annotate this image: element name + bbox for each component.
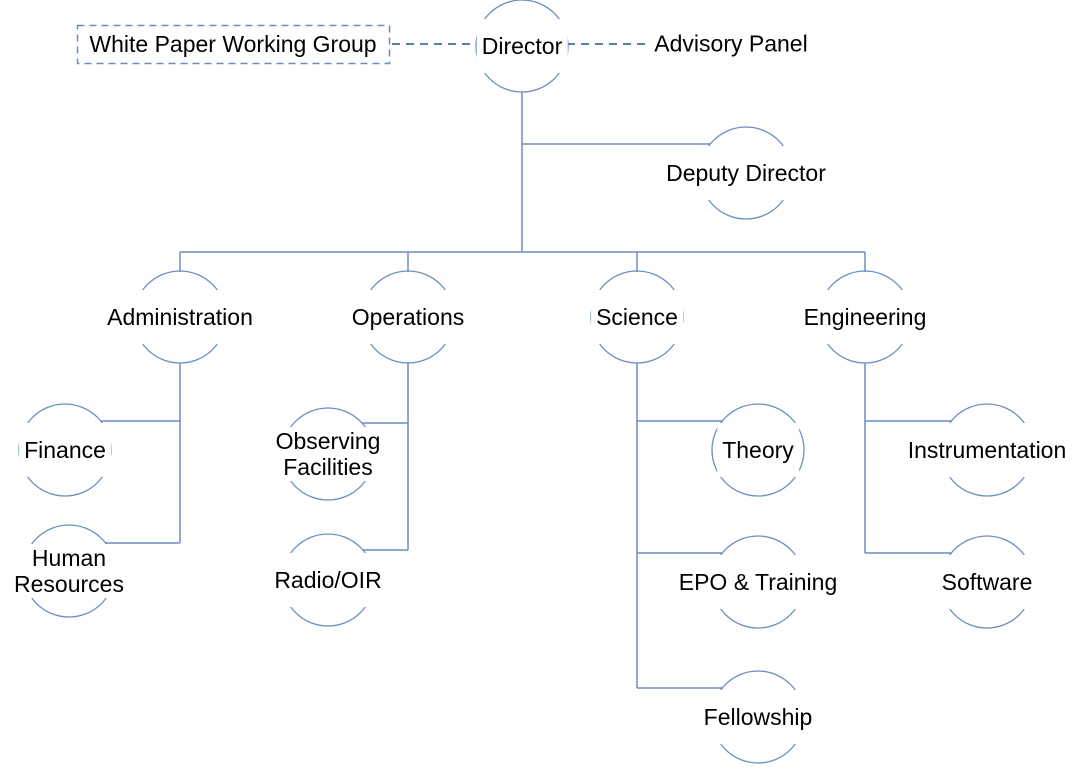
node-director: Director [476, 19, 568, 73]
node-advisory-panel: Advisory Panel [654, 30, 808, 57]
node-circle-finance [18, 403, 112, 497]
node-white-paper-working-group: White Paper Working Group [89, 31, 377, 57]
solid-connectors-group [101, 92, 952, 689]
node-radio-oir: Radio/OIR [269, 553, 387, 607]
node-deputy-director: Deputy Director [661, 146, 831, 200]
node-theory: Theory [717, 423, 799, 477]
node-circles-group [18, 0, 1034, 764]
white-paper-box [76, 24, 391, 65]
node-operations: Operations [346, 290, 470, 344]
node-software: Software [936, 555, 1038, 609]
node-administration: Administration [102, 290, 258, 344]
node-engineering: Engineering [798, 290, 932, 344]
node-circle-theory [711, 403, 805, 497]
node-human-resources: Human Resources [9, 544, 129, 598]
node-epo-training: EPO & Training [673, 555, 843, 609]
node-fellowship: Fellowship [698, 690, 818, 744]
node-observing-facilities: Observing Facilities [270, 427, 386, 481]
node-circle-director [475, 0, 569, 93]
node-finance: Finance [19, 423, 111, 477]
node-instrumentation: Instrumentation [902, 423, 1072, 477]
node-circle-science [590, 270, 684, 364]
node-science: Science [591, 290, 683, 344]
